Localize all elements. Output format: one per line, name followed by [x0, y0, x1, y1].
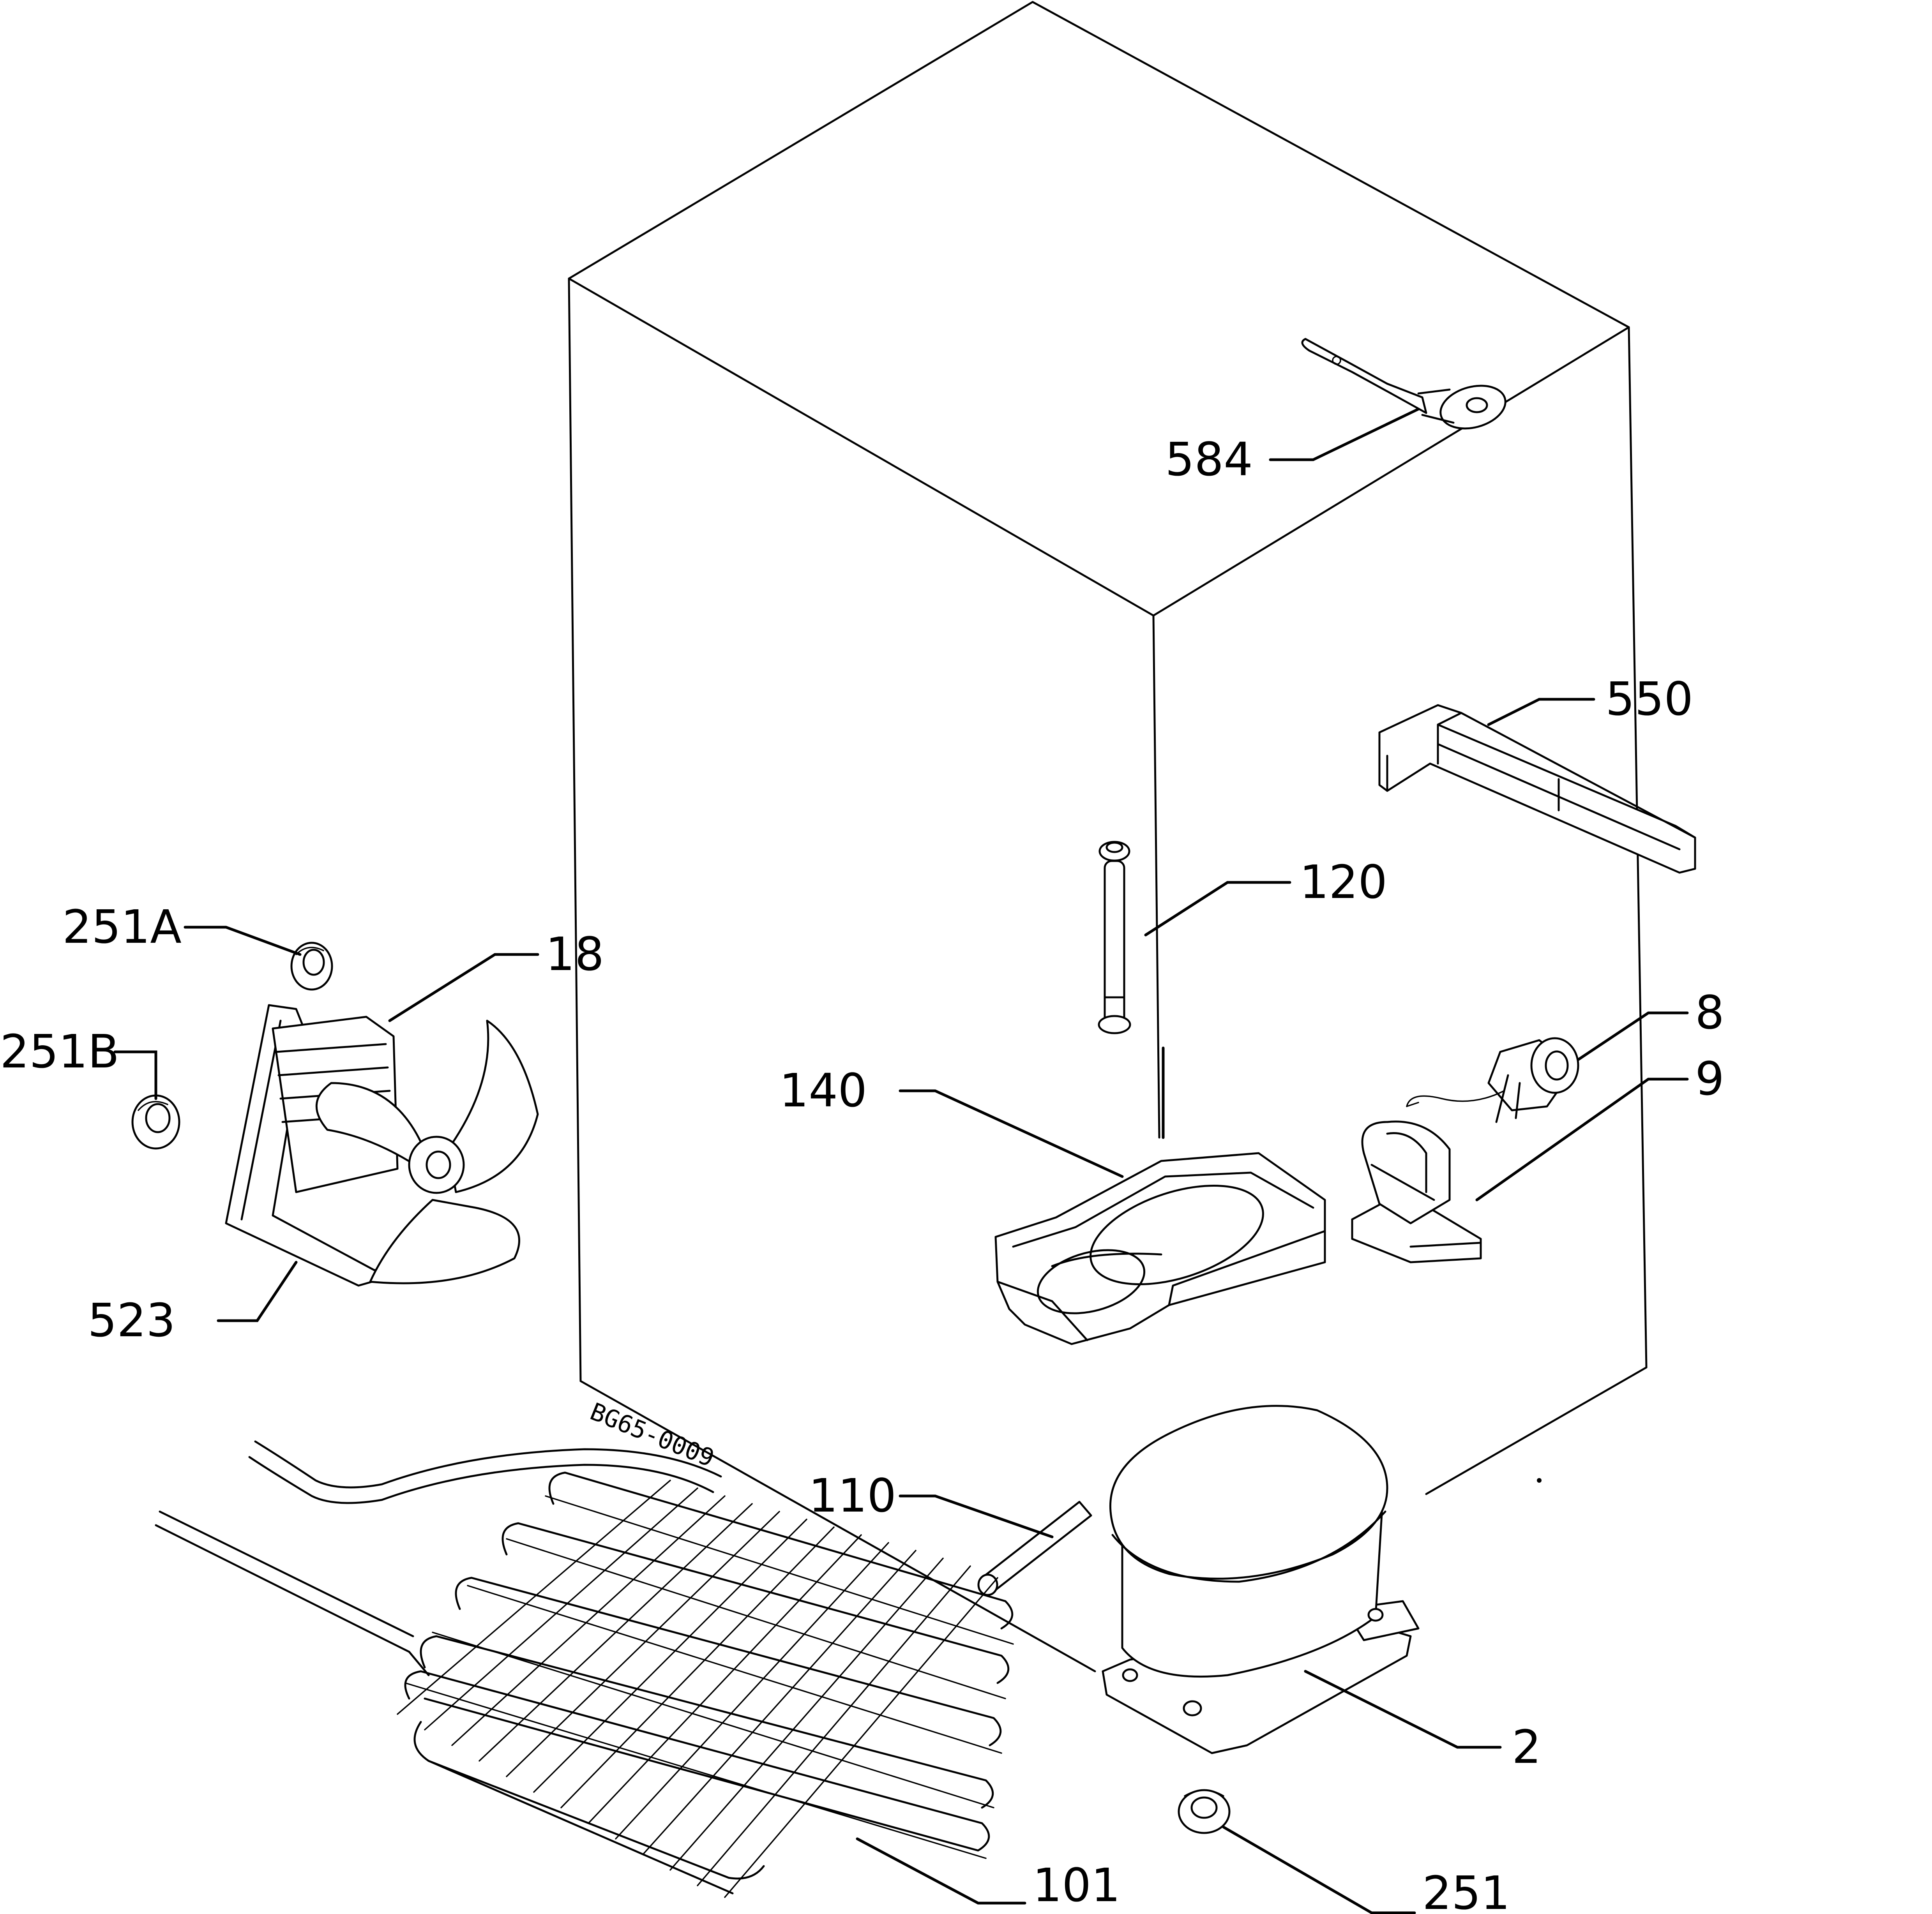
clamp-holder-part — [1351, 1120, 1482, 1263]
callout-140: 140 — [779, 1064, 867, 1117]
drawing-code: BG65-0009 — [586, 1397, 718, 1473]
callout-523: 523 — [88, 1293, 175, 1347]
pin-part — [1098, 841, 1131, 1034]
callout-251: 251 — [1422, 1866, 1510, 1914]
callout-550: 550 — [1605, 672, 1693, 726]
grommet-251B-part — [131, 1094, 180, 1150]
compressor-part — [1102, 1405, 1420, 1754]
callout-101: 101 — [1033, 1858, 1120, 1912]
callout-2: 2 — [1512, 1720, 1541, 1774]
callout-labels: 584 550 120 251A 18 8 251B 140 9 523 110… — [0, 432, 1724, 1914]
callout-8: 8 — [1695, 986, 1724, 1039]
callout-9: 9 — [1695, 1052, 1724, 1106]
callout-584: 584 — [1165, 432, 1253, 486]
callout-120: 120 — [1300, 855, 1387, 909]
channel-rail-part — [1378, 704, 1696, 874]
cabinet-outline — [568, 1, 1648, 1672]
lamp-holder-part — [1406, 1037, 1579, 1123]
condenser-grid — [397, 1480, 1014, 1898]
callout-110: 110 — [809, 1469, 896, 1522]
base-tray-part — [994, 1152, 1326, 1345]
grommet-251A-part — [290, 942, 333, 991]
leader-lines — [113, 407, 1689, 1914]
grommet-251-part — [1178, 1789, 1231, 1834]
condenser-coil-part — [155, 1440, 1014, 1898]
callout-251A: 251A — [62, 900, 182, 954]
sensor-probe-part — [1301, 338, 1506, 430]
callout-18: 18 — [546, 927, 604, 981]
fan-blade-part — [315, 1020, 539, 1284]
callout-251B: 251B — [0, 1025, 119, 1078]
